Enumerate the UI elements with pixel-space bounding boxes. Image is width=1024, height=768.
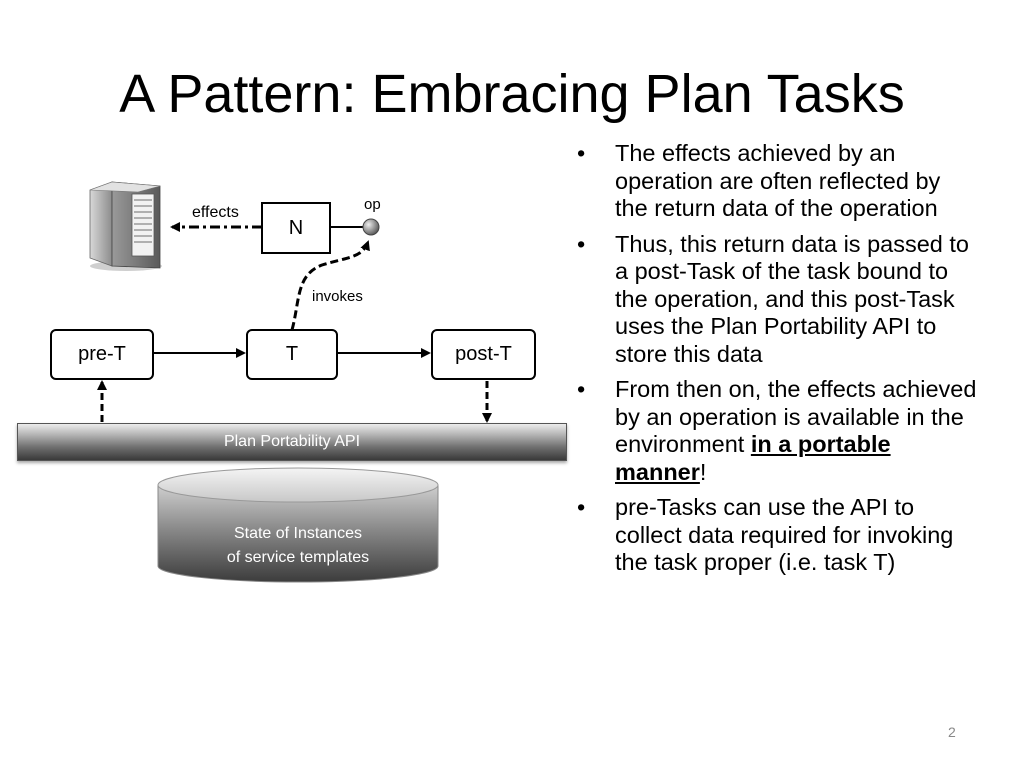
slide-title: A Pattern: Embracing Plan Tasks: [119, 64, 905, 124]
bullet-item: • From then on, the effects achieved by …: [577, 376, 977, 486]
op-port-icon: [362, 218, 380, 236]
invokes-arrow: [290, 240, 370, 331]
bullet-list: • The effects achieved by an operation a…: [577, 140, 977, 585]
bullet-text: From then on, the effects achieved by an…: [615, 376, 977, 457]
database-label-line1: State of Instances: [233, 525, 363, 542]
database-label-line2: of service templates: [226, 549, 370, 566]
bullet-emphasis: in a portable manner: [615, 431, 891, 485]
pre-task-box: pre-T: [50, 329, 154, 380]
bullet-item: • Thus, this return data is passed to a …: [577, 231, 977, 369]
bullet-text-end: !: [699, 458, 707, 485]
bullet-text: pre-Tasks can use the API to collect dat…: [615, 494, 954, 575]
plan-portability-api-bar: Plan Portability API: [17, 423, 567, 461]
invokes-label: invokes: [312, 288, 363, 305]
database-cylinder-icon: [157, 467, 439, 583]
bullet-dot-icon: •: [577, 140, 586, 166]
server-icon: [89, 181, 162, 271]
bullet-dot-icon: •: [577, 494, 586, 520]
task-box: T: [246, 329, 338, 380]
bullet-text: The effects achieved by an operation are…: [615, 140, 941, 221]
op-label: op: [364, 196, 381, 213]
page-number: 2: [948, 724, 956, 740]
bullet-text: Thus, this return data is passed to a po…: [615, 230, 969, 367]
bullet-item: • pre-Tasks can use the API to collect d…: [577, 494, 977, 577]
bullet-dot-icon: •: [577, 376, 586, 402]
bullet-dot-icon: •: [577, 230, 586, 257]
bullet-item: • The effects achieved by an operation a…: [577, 140, 977, 223]
effects-label: effects: [192, 204, 239, 221]
post-task-box: post-T: [431, 329, 536, 380]
database-label: State of Instances of service templates: [157, 522, 439, 570]
node-n: N: [261, 202, 331, 254]
